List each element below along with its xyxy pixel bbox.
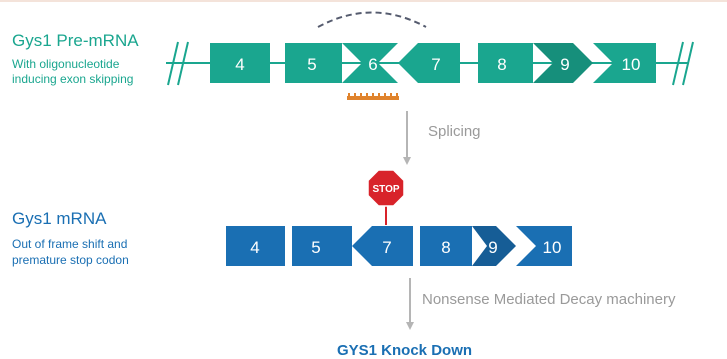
mrna-exon-4-label: 4 bbox=[250, 238, 259, 257]
break-mark-right-2 bbox=[682, 41, 694, 86]
decay-label: Nonsense Mediated Decay machinery bbox=[422, 291, 676, 308]
break-mark-left-2 bbox=[177, 41, 189, 86]
mrna-subtitle-2: premature stop codon bbox=[12, 253, 129, 267]
pre-exon-4 bbox=[210, 43, 270, 83]
splicing-arrow bbox=[403, 111, 411, 165]
oligonucleotide bbox=[347, 93, 399, 100]
top-divider bbox=[0, 0, 727, 2]
pre-exon-8 bbox=[478, 43, 533, 83]
mrna-exon-5-label: 5 bbox=[311, 238, 320, 257]
mrna-exon-9 bbox=[472, 226, 516, 266]
break-mark-left-1 bbox=[167, 41, 179, 86]
stop-sign-text: STOP bbox=[372, 184, 399, 195]
pre-exon-5-label: 5 bbox=[307, 55, 316, 74]
decay-arrow bbox=[406, 278, 414, 330]
pre-exon-10 bbox=[593, 43, 656, 83]
pre-mrna-subtitle-1: With oligonucleotide bbox=[12, 57, 120, 71]
pre-exon-10-label: 10 bbox=[622, 55, 641, 74]
pre-exon-6 bbox=[342, 43, 398, 83]
splicing-label: Splicing bbox=[428, 123, 481, 140]
knockdown-result: GYS1 Knock Down bbox=[337, 342, 473, 359]
pre-exon-4-label: 4 bbox=[235, 55, 244, 74]
mrna-exon-5 bbox=[292, 226, 352, 266]
pre-exon-7-label: 7 bbox=[431, 55, 440, 74]
stop-sign-icon: STOP bbox=[367, 169, 405, 225]
pre-exon-6-label: 6 bbox=[368, 55, 377, 74]
mrna-exon-4 bbox=[226, 226, 285, 266]
mrna-exon-8-label: 8 bbox=[441, 238, 450, 257]
mrna-exon-7 bbox=[352, 226, 413, 266]
pre-exon-9-label: 9 bbox=[560, 55, 569, 74]
mrna-subtitle-1: Out of frame shift and bbox=[12, 237, 128, 251]
pre-mrna-subtitle-2: inducing exon skipping bbox=[12, 72, 134, 86]
break-mark-right-1 bbox=[672, 41, 684, 86]
mrna-exon-10-label: 10 bbox=[543, 238, 562, 257]
pre-exon-8-label: 8 bbox=[497, 55, 506, 74]
mrna-exon-7-label: 7 bbox=[382, 238, 391, 257]
pre-exon-9 bbox=[533, 43, 593, 83]
mrna-exon-8 bbox=[420, 226, 472, 266]
mrna-exon-10 bbox=[516, 226, 572, 266]
exon-skip-arc bbox=[317, 11, 427, 28]
mrna-title: Gys1 mRNA bbox=[12, 209, 107, 228]
pre-exon-7 bbox=[398, 43, 460, 83]
pre-exon-5 bbox=[285, 43, 342, 83]
mrna-exon-9-label: 9 bbox=[488, 238, 497, 257]
pre-mrna-title: Gys1 Pre-mRNA bbox=[12, 31, 139, 50]
